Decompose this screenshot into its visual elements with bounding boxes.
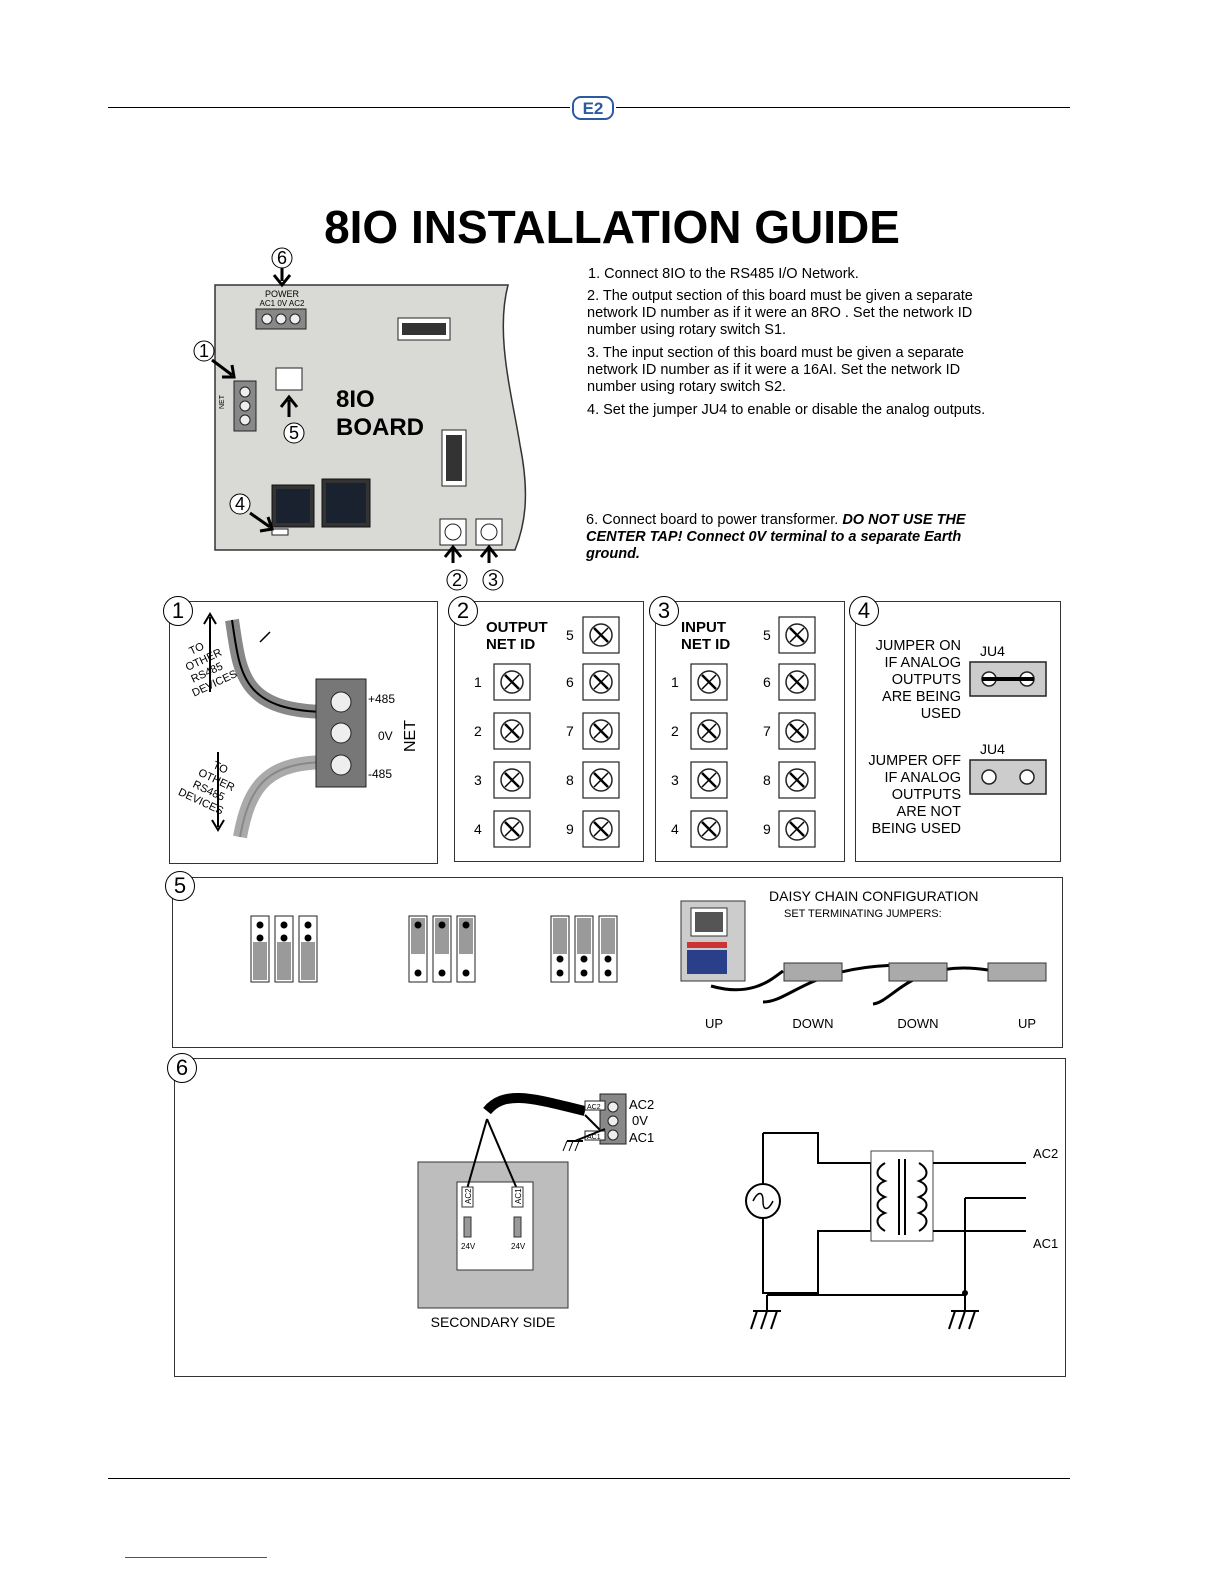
board-name-1: 8IO — [336, 386, 375, 413]
svg-text:JUMPER OFF: JUMPER OFF — [868, 753, 961, 769]
power-terms: AC1 0V AC2 — [260, 299, 305, 308]
step-3: 3. The input section of this board must … — [587, 345, 964, 395]
svg-text:TO: TO — [211, 759, 230, 776]
svg-text:BEING USED: BEING USED — [872, 821, 961, 837]
net-id-6: 6 — [763, 674, 771, 690]
net-id-9: 9 — [566, 821, 574, 837]
net-id-3: 3 — [474, 772, 482, 788]
ju4-label-on: JU4 — [980, 643, 1005, 659]
position-up-1: UP — [705, 1016, 723, 1031]
term-0v: 0V — [632, 1113, 648, 1128]
step-1: 1. Connect 8IO to the RS485 I/O Network. — [588, 266, 859, 282]
panel-3-number: 3 — [649, 596, 679, 626]
svg-text:OUTPUT: OUTPUT — [486, 619, 548, 636]
pin-0v: 0V — [378, 729, 393, 743]
step-2: 2. The output section of this board must… — [587, 288, 973, 338]
svg-text:ARE BEING: ARE BEING — [882, 689, 961, 705]
svg-text:AC2: AC2 — [464, 1188, 473, 1204]
callout-5: 5 — [289, 423, 299, 443]
position-down-2: DOWN — [897, 1016, 938, 1031]
net-id-2: 2 — [671, 723, 679, 739]
svg-text:ARE NOT: ARE NOT — [897, 804, 962, 820]
step-6: 6. Connect board to power transformer. D… — [586, 512, 966, 562]
svg-text:USED: USED — [921, 706, 961, 722]
pin-minus485: -485 — [368, 767, 392, 781]
svg-text:JUMPER ON: JUMPER ON — [876, 638, 961, 654]
term-ac2: AC2 — [629, 1097, 654, 1112]
net-id-8: 8 — [566, 772, 574, 788]
net-id-5: 5 — [566, 627, 574, 643]
svg-text:AC1: AC1 — [587, 1134, 601, 1141]
panel-6-power: AC2 AC1 24V 24V SECONDARY SIDE AC2 AC1 A… — [174, 1058, 1066, 1377]
panel-3-input-net-id: INPUT NET ID 1 2 3 4 5 6 7 8 9 — [655, 601, 845, 862]
callout-2: 2 — [452, 570, 462, 590]
net-id-6: 6 — [566, 674, 574, 690]
schematic-ac2: AC2 — [1033, 1146, 1058, 1161]
e2-logo: E2 — [572, 95, 614, 121]
board-name-2: BOARD — [336, 414, 424, 441]
callout-3: 3 — [488, 570, 498, 590]
net-id-4: 4 — [474, 821, 482, 837]
callout-4: 4 — [235, 494, 245, 514]
svg-text:E2: E2 — [583, 99, 604, 118]
net-id-1: 1 — [671, 674, 679, 690]
net-id-9: 9 — [763, 821, 771, 837]
daisy-chain-heading: DAISY CHAIN CONFIGURATION — [769, 888, 979, 904]
panel-1-number: 1 — [163, 596, 193, 626]
step-4: 4. Set the jumper JU4 to enable or disab… — [587, 402, 986, 418]
header-rule-right — [616, 107, 1070, 108]
svg-text:TO: TO — [187, 640, 206, 657]
net-id-1: 1 — [474, 674, 482, 690]
panel-4-jumper: JUMPER ON IF ANALOG OUTPUTS ARE BEING US… — [855, 601, 1061, 862]
footer-link-underline — [125, 1557, 267, 1558]
svg-text:IF ANALOG: IF ANALOG — [884, 655, 961, 671]
ju4-label-off: JU4 — [980, 741, 1005, 757]
svg-text:NET ID: NET ID — [681, 636, 730, 653]
secondary-side-label: SECONDARY SIDE — [431, 1314, 556, 1330]
board-illustration: POWER AC1 0V AC2 NET 8IO BOARD — [190, 245, 550, 595]
net-id-2: 2 — [474, 723, 482, 739]
svg-text:IF ANALOG: IF ANALOG — [884, 770, 961, 786]
panel-5-number: 5 — [165, 871, 195, 901]
term-ac1: AC1 — [629, 1130, 654, 1145]
panel-4-number: 4 — [849, 596, 879, 626]
position-up-2: UP — [1018, 1016, 1036, 1031]
svg-text:OUTPUTS: OUTPUTS — [892, 787, 961, 803]
svg-text:AC1: AC1 — [514, 1188, 523, 1204]
svg-text:AC2: AC2 — [587, 1104, 601, 1111]
net-id-4: 4 — [671, 821, 679, 837]
footer-rule — [108, 1478, 1070, 1479]
panel-6-number: 6 — [167, 1053, 197, 1083]
header-rule-left — [108, 107, 570, 108]
pin-plus485: +485 — [368, 692, 395, 706]
power-label: POWER — [265, 289, 300, 299]
svg-text:NET ID: NET ID — [486, 636, 535, 653]
panel-5-daisy-chain: DAISY CHAIN CONFIGURATION SET TERMINATIN… — [172, 877, 1063, 1048]
net-label: NET — [402, 720, 419, 752]
net-label-board: NET — [219, 394, 226, 409]
daisy-chain-subheading: SET TERMINATING JUMPERS: — [784, 908, 942, 920]
svg-text:OUTPUTS: OUTPUTS — [892, 672, 961, 688]
net-id-3: 3 — [671, 772, 679, 788]
net-id-7: 7 — [566, 723, 574, 739]
svg-text:24V: 24V — [461, 1242, 476, 1251]
svg-text:24V: 24V — [511, 1242, 526, 1251]
page-title: 8IO INSTALLATION GUIDE — [324, 201, 900, 253]
panel-1-network: TO OTHER RS485 DEVICES TO OTHER RS485 DE… — [169, 601, 438, 864]
position-down-1: DOWN — [792, 1016, 833, 1031]
net-id-8: 8 — [763, 772, 771, 788]
panel-2-number: 2 — [448, 596, 478, 626]
schematic-ac1: AC1 — [1033, 1236, 1058, 1251]
callout-6: 6 — [277, 248, 287, 268]
svg-text:INPUT: INPUT — [681, 619, 726, 636]
panel-2-output-net-id: OUTPUT NET ID 1 2 3 4 5 6 7 8 9 — [454, 601, 644, 862]
callout-1: 1 — [199, 341, 209, 361]
net-id-5: 5 — [763, 627, 771, 643]
net-id-7: 7 — [763, 723, 771, 739]
